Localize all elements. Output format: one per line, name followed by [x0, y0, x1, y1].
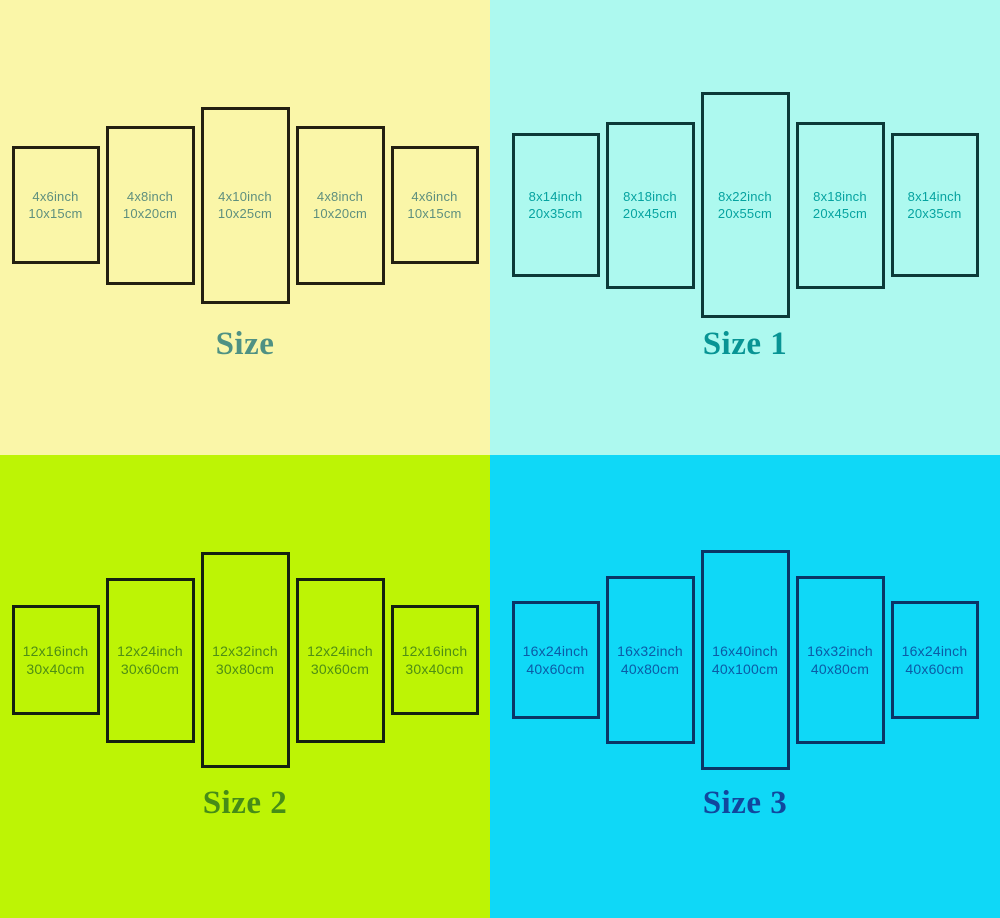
canvas-panel-2: 16x32inch 40x80cm [605, 576, 695, 744]
group-title: Size 1 [702, 326, 788, 362]
panel-inch-label: 12x24inch [117, 643, 183, 659]
panel-cm-label: 40x80cm [810, 661, 870, 677]
canvas-panel-5: 4x6inch 10x15cm [390, 146, 479, 264]
panel-cm-label: 30x40cm [405, 661, 464, 677]
canvas-panel-3: 16x40inch 40x100cm [700, 550, 790, 770]
canvas-panel-row: 12x16inch 30x40cm 12x24inch 30x60cm 12x3… [0, 545, 490, 775]
group-title: Size 2 [202, 785, 288, 821]
panel-cm-label: 30x60cm [120, 661, 180, 677]
panel-cm-label: 40x60cm [905, 661, 964, 677]
canvas-panel-3: 8x22inch 20x55cm [700, 92, 790, 318]
canvas-panel-3: 4x10inch 10x25cm [200, 106, 290, 304]
size-group-size-2: 12x16inch 30x40cm 12x24inch 30x60cm 12x3… [0, 455, 490, 918]
canvas-panel-2: 4x8inch 10x20cm [105, 125, 195, 285]
canvas-panel-4: 16x32inch 40x80cm [795, 576, 885, 744]
panel-cm-label: 20x45cm [812, 206, 868, 221]
panel-inch-label: 16x24inch [901, 643, 968, 659]
canvas-panel-row: 16x24inch 40x60cm 16x32inch 40x80cm 16x4… [490, 545, 1000, 775]
panel-inch-label: 8x22inch [718, 189, 772, 204]
panel-cm-label: 10x25cm [217, 206, 273, 221]
panel-cm-label: 10x15cm [407, 206, 462, 221]
group-title: Size [215, 326, 275, 362]
panel-cm-label: 20x45cm [622, 206, 678, 221]
panel-cm-label: 30x80cm [215, 661, 275, 677]
panel-inch-label: 8x18inch [813, 189, 867, 204]
canvas-panel-5: 8x14inch 20x35cm [890, 133, 979, 277]
size-group-size-3: 16x24inch 40x60cm 16x32inch 40x80cm 16x4… [490, 455, 1000, 918]
panel-inch-label: 12x24inch [307, 643, 373, 659]
canvas-panel-3: 12x32inch 30x80cm [200, 552, 290, 768]
canvas-panel-2: 8x18inch 20x45cm [605, 121, 695, 289]
canvas-panel-5: 12x16inch 30x40cm [390, 605, 479, 715]
panel-cm-label: 10x20cm [312, 206, 368, 221]
panel-cm-label: 30x40cm [26, 661, 85, 677]
canvas-panel-4: 12x24inch 30x60cm [295, 577, 385, 743]
canvas-panel-1: 12x16inch 30x40cm [11, 605, 100, 715]
panel-inch-label: 12x32inch [212, 643, 278, 659]
panel-inch-label: 4x6inch [32, 189, 79, 204]
panel-inch-label: 4x6inch [411, 189, 458, 204]
panel-cm-label: 10x20cm [122, 206, 178, 221]
panel-cm-label: 30x60cm [310, 661, 370, 677]
panel-cm-label: 20x35cm [907, 206, 962, 221]
canvas-panel-1: 4x6inch 10x15cm [11, 146, 100, 264]
panel-inch-label: 16x40inch [712, 643, 778, 659]
canvas-panel-1: 8x14inch 20x35cm [511, 133, 600, 277]
panel-inch-label: 4x8inch [126, 189, 174, 204]
size-group-size-1: 8x14inch 20x35cm 8x18inch 20x45cm 8x22in… [490, 0, 1000, 455]
panel-inch-label: 16x32inch [807, 643, 873, 659]
panel-cm-label: 10x15cm [28, 206, 83, 221]
panel-inch-label: 16x24inch [522, 643, 589, 659]
canvas-panel-4: 4x8inch 10x20cm [295, 125, 385, 285]
canvas-panel-4: 8x18inch 20x45cm [795, 121, 885, 289]
panel-cm-label: 20x55cm [717, 206, 773, 221]
canvas-panel-1: 16x24inch 40x60cm [511, 601, 600, 719]
panel-inch-label: 12x16inch [401, 643, 468, 659]
panel-inch-label: 8x14inch [907, 189, 962, 204]
canvas-panel-2: 12x24inch 30x60cm [105, 577, 195, 743]
panel-inch-label: 8x18inch [623, 189, 677, 204]
group-title: Size 3 [702, 785, 788, 821]
panel-inch-label: 8x14inch [528, 189, 583, 204]
panel-cm-label: 40x80cm [620, 661, 680, 677]
panel-inch-label: 16x32inch [617, 643, 683, 659]
size-group-size: 4x6inch 10x15cm 4x8inch 10x20cm 4x10inch… [0, 0, 490, 455]
canvas-panel-row: 8x14inch 20x35cm 8x18inch 20x45cm 8x22in… [490, 90, 1000, 320]
panel-cm-label: 20x35cm [528, 206, 583, 221]
panel-cm-label: 40x60cm [526, 661, 585, 677]
panel-inch-label: 4x10inch [218, 189, 272, 204]
panel-inch-label: 12x16inch [22, 643, 89, 659]
canvas-panel-row: 4x6inch 10x15cm 4x8inch 10x20cm 4x10inch… [0, 90, 490, 320]
canvas-panel-5: 16x24inch 40x60cm [890, 601, 979, 719]
panel-inch-label: 4x8inch [316, 189, 364, 204]
panel-cm-label: 40x100cm [711, 661, 779, 677]
